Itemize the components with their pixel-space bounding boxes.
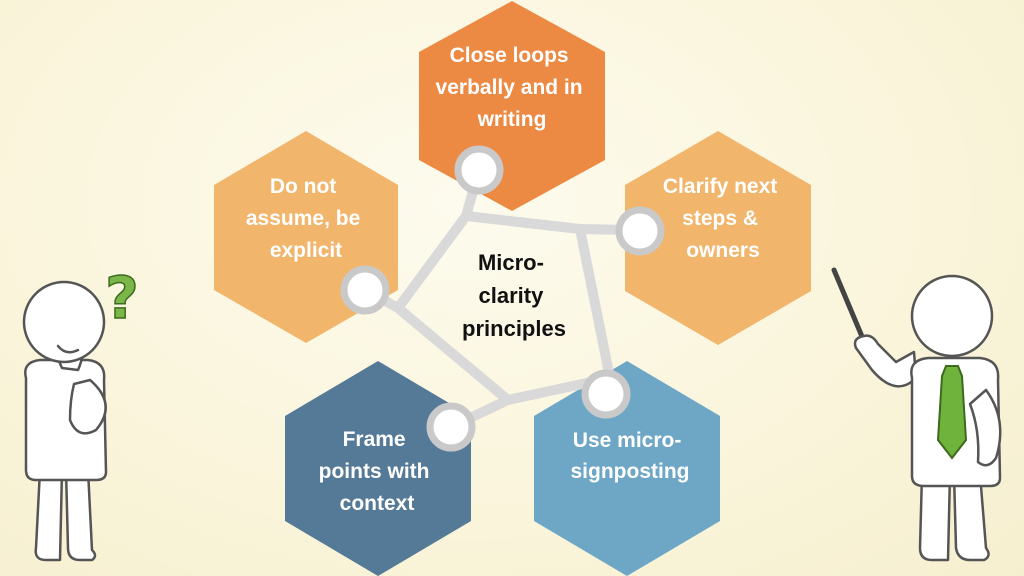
- thinking-person-icon: ?: [22, 263, 140, 562]
- node-be-explicit: [340, 265, 390, 315]
- hexagon-close-loops: [419, 1, 605, 211]
- label-line: points with: [319, 460, 430, 483]
- label-line: Clarify next: [663, 175, 777, 198]
- label-clarify-next-steps: Clarify next steps & owners: [663, 175, 783, 262]
- label-line: explicit: [270, 239, 342, 262]
- label-line: owners: [686, 239, 760, 262]
- node-frame-points: [426, 402, 476, 452]
- label-line: steps &: [682, 207, 758, 230]
- connector-pentagon: [393, 211, 615, 405]
- label-line: Use micro-: [573, 429, 682, 452]
- label-line: writing: [477, 108, 547, 131]
- center-title-line: principles: [462, 316, 566, 341]
- hexagon-micro-signposting: [534, 361, 720, 576]
- hexagon-frame-points: [285, 361, 471, 576]
- label-line: Frame: [343, 428, 406, 451]
- label-frame-points: Frame points with context: [319, 428, 436, 515]
- label-line: verbally and in: [436, 76, 583, 99]
- center-title: Micro- clarity principles: [462, 250, 566, 341]
- node-clarify-next-steps: [615, 206, 665, 256]
- node-close-loops: [454, 145, 504, 195]
- label-line: Close loops: [450, 44, 569, 67]
- necktie-icon: [936, 365, 968, 460]
- center-title-line: Micro-: [478, 250, 544, 275]
- label-be-explicit: Do not assume, be explicit: [246, 175, 366, 262]
- label-line: context: [340, 492, 415, 515]
- question-mark-icon: ?: [105, 264, 139, 332]
- label-line: assume, be: [246, 207, 360, 230]
- node-micro-signposting: [581, 369, 631, 419]
- label-micro-signposting: Use micro- signposting: [571, 429, 690, 483]
- label-line: Do not: [270, 175, 336, 198]
- center-title-line: clarity: [479, 283, 545, 308]
- hexagon-clarify-next-steps: [625, 131, 811, 345]
- presenter-person-icon: [831, 267, 1002, 562]
- label-line: signposting: [571, 460, 690, 483]
- pointer-stick-icon: [831, 267, 869, 349]
- label-close-loops: Close loops verbally and in writing: [436, 44, 589, 131]
